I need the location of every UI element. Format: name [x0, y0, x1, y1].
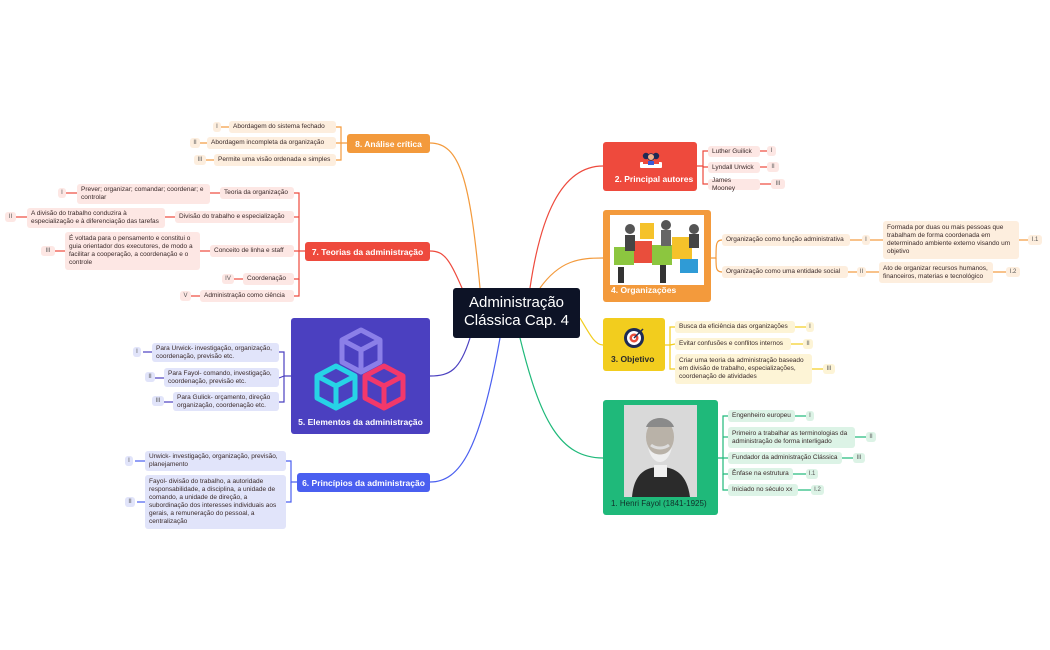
b3-tag-1: I — [806, 322, 814, 332]
b5-item-2[interactable]: Para Fayol- comando, investigação, coord… — [164, 368, 279, 387]
branch-7-title: 7. Teorias da administração — [311, 246, 424, 257]
b4-tag-2: II — [857, 267, 866, 277]
b3-item-1[interactable]: Busca da eficiência das organizações — [675, 321, 795, 333]
b4-sub-2[interactable]: Ato de organizar recursos humanos, finan… — [879, 262, 993, 283]
branch-5-title: 5. Elementos da administração — [298, 417, 423, 427]
branch-7-teorias[interactable]: 7. Teorias da administração — [305, 242, 430, 261]
b7-tag-5: V — [180, 291, 191, 301]
central-title-line1: Administração — [468, 294, 565, 311]
b3-item-3[interactable]: Criar uma teoria da administração basead… — [675, 354, 812, 384]
b4-subtag-2: I.2 — [1006, 267, 1020, 277]
b8-item-2[interactable]: Abordagem incompleta da organização — [207, 137, 336, 149]
central-topic[interactable]: Administração Clássica Cap. 4 — [453, 288, 580, 338]
b3-tag-2: II — [803, 339, 813, 349]
b6-item-2[interactable]: Fayol- divisão do trabalho, a autoridade… — [145, 475, 286, 529]
b7-sub-1[interactable]: Prever; organizar; comandar; coordenar; … — [77, 184, 210, 204]
branch-1-henri-fayol[interactable]: 1. Henri Fayol (1841-1925) — [603, 400, 718, 515]
b7-item-2[interactable]: Divisão do trabalho e especialização — [175, 211, 294, 223]
b1-item-1[interactable]: Engenheiro europeu — [728, 410, 795, 422]
b7-item-1[interactable]: Teoria da organização — [220, 187, 294, 199]
b1-tag-1: I — [806, 411, 814, 421]
b2-item-2[interactable]: Lyndall Urwick — [708, 162, 760, 173]
b7-item-5[interactable]: Administração como ciência — [200, 290, 294, 302]
b1-tag-2: II — [866, 432, 876, 442]
branch-3-objetivo[interactable]: 3. Objetivo — [603, 318, 665, 371]
branch-6-principios[interactable]: 6. Princípios da administração — [297, 473, 430, 492]
b5-tag-3: III — [152, 396, 164, 406]
b5-item-1[interactable]: Para Urwick- investigação, organização, … — [152, 343, 279, 362]
b6-item-1[interactable]: Urwick- investigação, organização, previ… — [145, 451, 286, 471]
b5-tag-2: II — [145, 372, 155, 382]
b8-tag-3: III — [194, 155, 206, 165]
b5-tag-1: I — [133, 347, 141, 357]
branch-8-analise-critica[interactable]: 8. Análise crítica — [347, 134, 430, 153]
central-title-line2: Clássica Cap. 4 — [463, 312, 570, 329]
puzzle-people-image — [610, 215, 704, 285]
branch-1-title: 1. Henri Fayol (1841-1925) — [611, 499, 707, 508]
branch-2-title: 2. Principal autores — [614, 174, 694, 184]
b7-sub-2[interactable]: A divisão do trabalho conduzira à especi… — [27, 208, 165, 228]
b2-item-3[interactable]: James Mooney — [708, 177, 760, 192]
b5-item-3[interactable]: Para Gulick- orçamento, direção organiza… — [173, 392, 279, 411]
b3-item-2[interactable]: Evitar confusões e conflitos internos — [675, 338, 791, 350]
b1-item-5[interactable]: Iniciado no século xx — [728, 484, 798, 496]
branch-4-organizacoes[interactable]: 4. Organizações — [603, 210, 711, 302]
b8-tag-2: II — [190, 138, 200, 148]
b7-item-3[interactable]: Conceito de linha e staff — [210, 245, 294, 257]
portrait-image — [624, 405, 697, 497]
people-icon — [640, 152, 662, 168]
branch-5-elementos[interactable]: 5. Elementos da administração — [291, 318, 430, 434]
b1-item-4[interactable]: Ênfase na estrutura — [728, 468, 793, 480]
b6-tag-2: II — [125, 497, 135, 507]
target-icon — [624, 328, 644, 348]
b1-item-3[interactable]: Fundador da administração Clássica — [728, 452, 842, 464]
b8-tag-1: I — [213, 122, 221, 132]
branch-8-title: 8. Análise crítica — [355, 138, 422, 149]
b2-tag-1: I — [767, 146, 776, 156]
b7-item-4[interactable]: Coordenação — [243, 273, 294, 285]
b4-item-2[interactable]: Organização como uma entidade social — [722, 266, 848, 278]
b7-sub-3[interactable]: É voltada para o pensamento e constitui … — [65, 232, 200, 270]
b2-tag-3: III — [771, 179, 785, 189]
b1-item-2[interactable]: Primeiro a trabalhar as terminologias da… — [728, 427, 855, 448]
b8-item-1[interactable]: Abordagem do sistema fechado — [229, 121, 336, 133]
b7-tag-2: II — [5, 212, 16, 222]
b2-item-1[interactable]: Luther Guilick — [708, 146, 760, 157]
b6-tag-1: I — [125, 456, 133, 466]
branch-2-principal-autores[interactable]: 2. Principal autores — [603, 142, 697, 191]
b7-tag-3: III — [41, 246, 55, 256]
branch-3-title: 3. Objetivo — [611, 354, 655, 364]
b7-tag-1: I — [58, 188, 66, 198]
branch-4-title: 4. Organizações — [611, 285, 677, 295]
b7-tag-4: IV — [222, 274, 234, 284]
b4-tag-1: I — [862, 235, 870, 245]
b1-tag-5: I.2 — [811, 485, 824, 495]
b1-tag-3: III — [853, 453, 865, 463]
b3-tag-3: III — [823, 364, 835, 374]
b8-item-3[interactable]: Permite uma visão ordenada e simples — [214, 154, 336, 166]
b4-sub-1[interactable]: Formada por duas ou mais pessoas que tra… — [883, 221, 1019, 259]
branch-6-title: 6. Princípios da administração — [302, 477, 425, 488]
b2-tag-2: II — [767, 162, 779, 172]
b1-tag-4: I.1 — [806, 469, 818, 479]
b4-subtag-1: I.1 — [1028, 235, 1042, 245]
b4-item-1[interactable]: Organização como função administrativa — [722, 234, 850, 246]
cubes-icon — [314, 327, 406, 411]
